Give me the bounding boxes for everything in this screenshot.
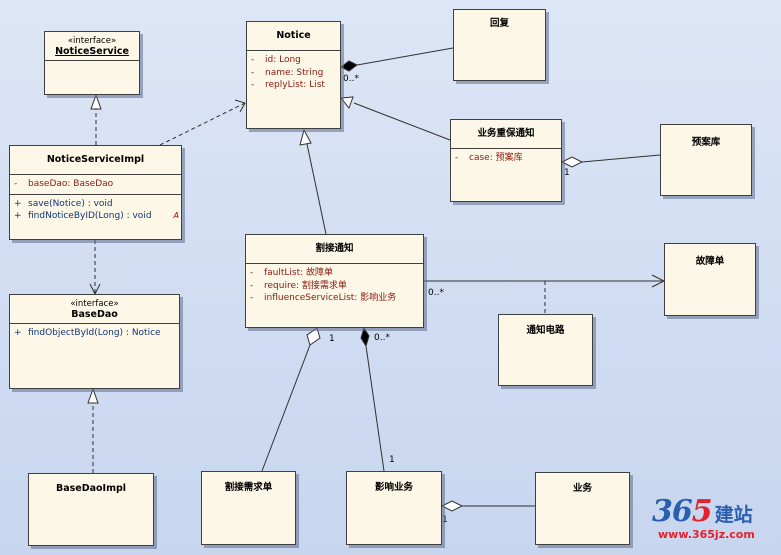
class-name: NoticeServiceImpl	[46, 154, 145, 165]
realization-arrowhead	[90, 93, 102, 110]
generalization-arrowhead	[299, 128, 312, 146]
class-notice[interactable]: Notice -id: Long -name: String -replyLis…	[246, 21, 341, 129]
attribute-compartment: -faultList: 故障单 -require: 割接需求单 -influen…	[246, 263, 423, 308]
attribute-compartment: -baseDao: BaseDao	[10, 174, 181, 194]
class-notify-circuit[interactable]: 通知电路	[498, 314, 593, 386]
class-reply[interactable]: 回复	[453, 9, 546, 81]
multiplicity-biz-plan: 1	[564, 168, 570, 178]
class-name: 割接通知	[315, 243, 354, 254]
class-name: BaseDaoImpl	[55, 483, 127, 494]
aggregation-biz-plan	[581, 154, 661, 163]
operation-row: +findNoticeByID(Long) : void	[14, 211, 152, 221]
class-header: 割接需求单	[202, 472, 295, 504]
class-cut-request[interactable]: 割接需求单	[201, 471, 296, 545]
class-header: 通知电路	[499, 315, 592, 347]
composition-notice-reply	[356, 47, 454, 66]
multiplicity-cut-affect-src: 0..*	[374, 333, 390, 343]
watermark-number: 365	[652, 494, 713, 529]
class-base-dao[interactable]: «interface» BaseDao +findObjectById(Long…	[9, 294, 180, 389]
operation-row: +save(Notice) : void	[14, 198, 113, 209]
watermark-url: www.365jz.com	[658, 528, 755, 541]
multiplicity-affect-business: 1	[442, 515, 448, 525]
class-name: Notice	[276, 30, 311, 41]
watermark-logo: 365 建站 www.365jz.com	[652, 494, 755, 542]
class-header: BaseDaoImpl	[29, 474, 153, 504]
class-name: 割接需求单	[224, 482, 273, 493]
generalization-biz-to-notice	[353, 102, 451, 141]
abstract-marker: A	[173, 210, 179, 220]
class-divider	[45, 60, 139, 67]
class-affected-business[interactable]: 影响业务	[346, 471, 442, 545]
aggregation-diamond	[560, 156, 584, 168]
class-header: «interface» BaseDao	[10, 295, 179, 320]
attribute-row: -baseDao: BaseDao	[14, 179, 114, 189]
class-stereotype: «interface»	[67, 36, 117, 46]
class-notice-service[interactable]: «interface» NoticeService	[44, 31, 140, 95]
class-header: Notice	[247, 22, 340, 50]
attribute-row: -influenceServiceList: 影响业务	[250, 293, 397, 303]
attribute-compartment: -id: Long -name: String -replyList: List	[247, 50, 340, 95]
operation-row: +findObjectById(Long) : Notice	[14, 328, 161, 338]
class-name: 影响业务	[374, 482, 413, 493]
aggregation-diamond	[440, 500, 464, 512]
class-stereotype: «interface»	[70, 299, 119, 309]
dependency-impl-to-notice	[159, 102, 246, 146]
multiplicity-cut-affect-dst: 1	[389, 455, 395, 465]
class-header: 回复	[454, 10, 545, 38]
class-name: 预案库	[691, 137, 721, 148]
aggregation-diamond	[306, 327, 321, 346]
class-name: 通知电路	[526, 325, 565, 336]
class-cut-notice[interactable]: 割接通知 -faultList: 故障单 -require: 割接需求单 -in…	[245, 234, 424, 328]
class-name: 业务重保通知	[477, 128, 535, 139]
class-plan-library[interactable]: 预案库	[660, 124, 752, 196]
watermark-site-name: 建站	[714, 504, 753, 526]
operation-compartment: +save(Notice) : void +findNoticeByID(Lon…	[10, 193, 181, 226]
class-notice-service-impl[interactable]: NoticeServiceImpl -baseDao: BaseDao +sav…	[9, 145, 182, 240]
class-header: 影响业务	[347, 472, 441, 504]
class-header: 预案库	[661, 125, 751, 161]
operation-compartment: +findObjectById(Long) : Notice	[10, 323, 179, 343]
multiplicity-cut-fault: 0..*	[428, 288, 444, 298]
class-base-dao-impl[interactable]: BaseDaoImpl	[28, 473, 154, 546]
class-header: 业务	[536, 473, 629, 505]
class-name: NoticeService	[55, 46, 129, 57]
class-header: 割接通知	[246, 235, 423, 263]
class-name: 故障单	[695, 256, 725, 267]
class-fault-ticket[interactable]: 故障单	[664, 243, 756, 316]
attribute-row: -replyList: List	[251, 80, 325, 90]
generalization-arrowhead	[340, 96, 354, 110]
class-header: 故障单	[665, 244, 755, 280]
composition-cut-affect	[365, 345, 385, 472]
generalization-cut-to-notice	[306, 143, 327, 235]
class-header: 业务重保通知	[451, 120, 561, 148]
class-business[interactable]: 业务	[535, 472, 630, 545]
class-header: NoticeServiceImpl	[10, 146, 181, 174]
attribute-row: -case: 预案库	[455, 153, 523, 163]
class-name: 业务	[572, 483, 592, 494]
realization-arrowhead	[87, 387, 99, 404]
attribute-row: -name: String	[251, 67, 324, 78]
multiplicity-cut-request: 1	[329, 334, 335, 344]
class-name: BaseDao	[71, 309, 118, 320]
composition-diamond	[340, 60, 358, 72]
dependency-arrowhead	[234, 99, 246, 113]
attribute-compartment: -case: 预案库	[451, 148, 561, 168]
class-name: 回复	[489, 18, 509, 29]
composition-diamond	[360, 326, 370, 348]
class-biz-warning-notice[interactable]: 业务重保通知 -case: 预案库	[450, 119, 562, 202]
aggregation-cut-request	[261, 344, 311, 472]
attribute-row: -require: 割接需求单	[250, 280, 347, 291]
multiplicity-notice-reply: 0..*	[343, 74, 359, 84]
attribute-row: -id: Long	[251, 55, 301, 65]
class-header: «interface» NoticeService	[45, 32, 139, 57]
attribute-row: -faultList: 故障单	[250, 268, 334, 278]
